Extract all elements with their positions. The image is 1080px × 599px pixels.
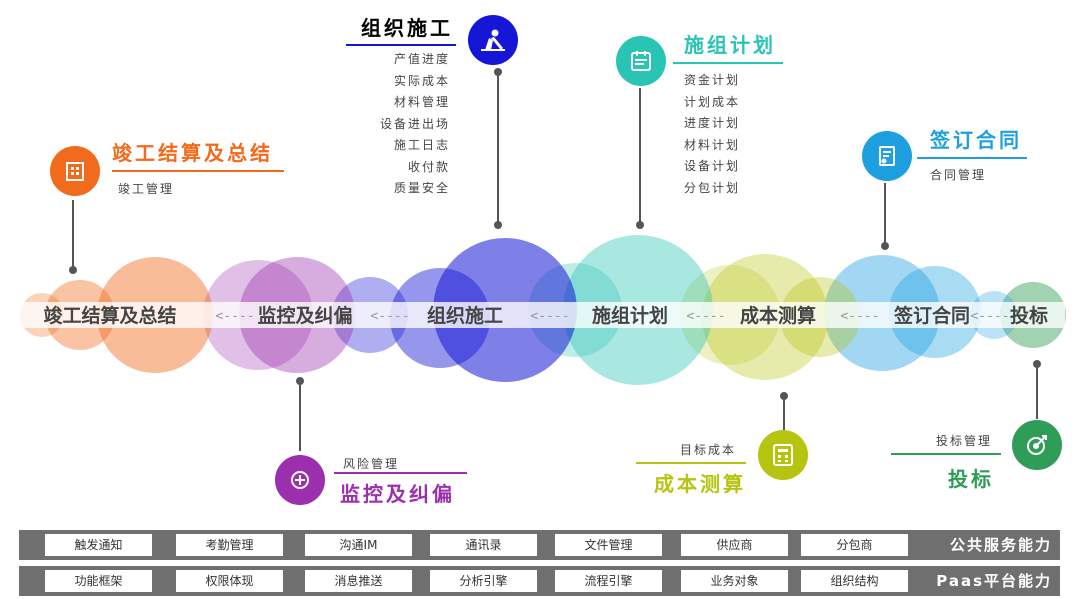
target-icon (275, 455, 325, 505)
settle-rule (112, 170, 284, 172)
step-label: 签订合同 (893, 304, 970, 327)
calculator-icon (758, 430, 808, 480)
cost-stem (783, 398, 785, 430)
list-item: 分包计划 (684, 180, 741, 195)
paas-item-pill[interactable]: 权限体现 (176, 570, 283, 592)
paas-item-pill[interactable]: 功能框架 (45, 570, 152, 592)
tender-item: 投标管理 (936, 434, 993, 448)
public-item-pill[interactable]: 文件管理 (555, 534, 662, 556)
band-strip (20, 302, 1065, 328)
flow-arrow: <---- (840, 309, 879, 324)
step-label: 监控及纠偏 (257, 304, 352, 327)
list-item: 实际成本 (393, 73, 450, 88)
construct-list: 产值进度 实际成本 材料管理 设备进出场 施工日志 收付款 质量安全 (350, 49, 450, 200)
public-item-pill[interactable]: 通讯录 (430, 534, 537, 556)
public-service-bar: 触发通知 考勤管理 沟通IM 通讯录 文件管理 供应商 分包商 公共服务能力 (19, 530, 1060, 560)
flow-arrow: <---- (970, 309, 1009, 324)
paas-item-pill[interactable]: 消息推送 (305, 570, 412, 592)
step-label: 成本测算 (740, 304, 816, 327)
public-item-pill[interactable]: 沟通IM (305, 534, 412, 556)
cost-dot (780, 392, 788, 400)
list-item: 计划成本 (684, 94, 741, 109)
list-item: 材料计划 (684, 137, 741, 152)
step-label: 施组计划 (592, 304, 668, 327)
band-labels: 投标 签订合同 成本测算 施组计划 组织施工 监控及纠偏 竣工结算及总结 <---- <----… (43, 304, 1048, 327)
cost-title: 成本测算 (654, 472, 746, 496)
list-item: 质量安全 (393, 181, 450, 195)
construct-title: 组织施工 (361, 16, 453, 40)
paas-bar-label: Paas平台能力 (936, 572, 1052, 590)
construct-stem (497, 70, 499, 225)
cost-item: 目标成本 (680, 443, 737, 457)
list-item: 材料管理 (393, 95, 450, 109)
monitor-item: 风险管理 (343, 457, 400, 471)
list-item: 设备计划 (684, 159, 741, 173)
settle-item: 竣工管理 (118, 182, 175, 196)
paas-item-pill[interactable]: 业务对象 (681, 570, 788, 592)
construct-rule (346, 44, 456, 46)
plan-title: 施组计划 (684, 33, 776, 57)
settle-stem (72, 200, 74, 270)
list-item: 设备进出场 (379, 116, 450, 131)
contract-dot (881, 242, 889, 250)
list-item: 进度计划 (684, 116, 741, 130)
worker-icon (468, 15, 518, 65)
step-label: 竣工结算及总结 (43, 304, 176, 327)
step-label: 组织施工 (427, 304, 503, 327)
flow-arrow: <---- (686, 309, 725, 324)
cost-rule (636, 462, 746, 464)
list-item: 收付款 (407, 159, 450, 174)
list-item: 产值进度 (393, 52, 450, 66)
plan-dot-bottom (636, 221, 644, 229)
tender-rule (891, 453, 1001, 455)
monitor-rule (334, 472, 467, 474)
tender-dot (1033, 360, 1041, 368)
flow-arrow: <---- (370, 309, 409, 324)
settle-dot (69, 266, 77, 274)
plan-stem (639, 88, 641, 224)
plan-rule (673, 62, 783, 64)
public-item-pill[interactable]: 分包商 (801, 534, 908, 556)
monitor-title: 监控及纠偏 (340, 482, 455, 506)
construct-dot-top (494, 68, 502, 76)
list-item: 资金计划 (684, 73, 741, 87)
monitor-stem (299, 383, 301, 451)
paas-item-pill[interactable]: 组织结构 (801, 570, 908, 592)
contract-rule (917, 157, 1027, 159)
public-item-pill[interactable]: 触发通知 (45, 534, 152, 556)
calendar-icon (616, 36, 666, 86)
public-item-pill[interactable]: 考勤管理 (176, 534, 283, 556)
settle-title: 竣工结算及总结 (112, 141, 273, 165)
flow-arrow: <---- (530, 309, 569, 324)
paas-item-pill[interactable]: 分析引擎 (430, 570, 537, 592)
step-label: 投标 (1010, 304, 1048, 327)
public-item-pill[interactable]: 供应商 (681, 534, 788, 556)
tender-stem (1036, 365, 1038, 419)
tender-title: 投标 (948, 467, 994, 491)
public-bar-label: 公共服务能力 (949, 536, 1052, 554)
monitor-dot (296, 377, 304, 385)
contract-title: 签订合同 (930, 128, 1022, 152)
contract-item: 合同管理 (930, 168, 987, 182)
construct-dot-bottom (494, 221, 502, 229)
paas-item-pill[interactable]: 流程引擎 (555, 570, 662, 592)
contract-icon (862, 131, 912, 181)
list-item: 施工日志 (393, 138, 450, 152)
building-icon (50, 146, 100, 196)
paas-bar: 功能框架 权限体现 消息推送 分析引擎 流程引擎 业务对象 组织结构 Paas平… (19, 566, 1060, 596)
contract-stem (884, 183, 886, 245)
dart-icon (1012, 420, 1062, 470)
flow-arrow: <---- (215, 309, 254, 324)
plan-list: 资金计划 计划成本 进度计划 材料计划 设备计划 分包计划 (684, 70, 784, 199)
